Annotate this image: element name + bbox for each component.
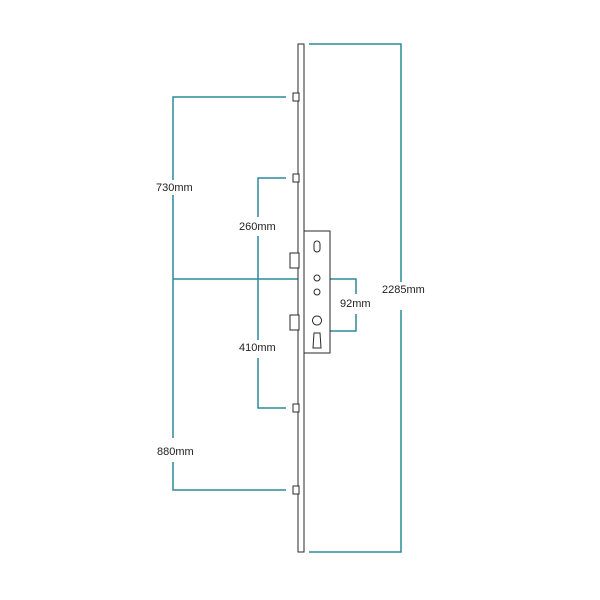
label-880mm: 880mm [156,445,195,459]
cylinder-keyhole [312,315,322,326]
hook-lower [292,403,300,413]
dead-bolt [289,314,300,331]
overall-length-bracket [309,43,402,553]
inner-hook-bracket [257,177,286,409]
label-2285mm: 2285mm [381,283,426,297]
label-260mm: 260mm [238,220,277,234]
spindle-hole-lower [313,288,321,296]
backset-line [318,314,357,332]
hook-upper [292,173,300,183]
hooks [292,92,300,495]
hook-bottom [292,485,300,495]
label-730mm: 730mm [155,181,194,195]
gearbox [303,230,331,354]
bolts [289,252,300,331]
spindle-hole-centre [313,274,321,282]
centre-line [173,278,357,294]
latch-bolt [289,252,300,269]
outer-hook-bracket [172,96,286,491]
spindle-hole-top [313,240,321,253]
cylinder-keyhole-slot [312,332,322,349]
dimension-lines [172,43,402,553]
label-92mm: 92mm [339,297,372,311]
label-410mm: 410mm [238,341,277,355]
faceplate-strip [297,43,305,553]
lock-strip [297,43,305,553]
hook-top [292,92,300,102]
